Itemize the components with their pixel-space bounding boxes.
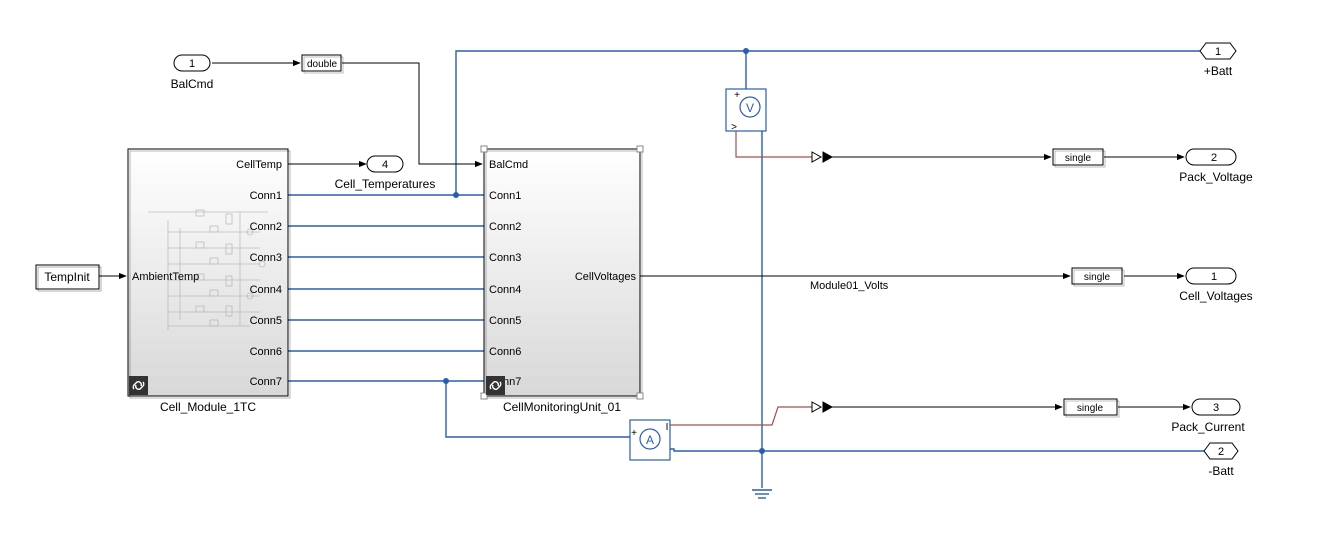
tempinit-block[interactable]: TempInit (35, 264, 102, 292)
double-to-cmu-balcmd[interactable] (342, 62, 483, 168)
cmu-port-conn6: Conn6 (489, 346, 521, 358)
outport-pack-voltage-label: Pack_Voltage (1179, 170, 1253, 184)
module-port-conn6: Conn6 (250, 346, 282, 358)
cmu-port-balcmd: BalCmd (489, 159, 528, 171)
connport-plus-batt-label: +Batt (1204, 64, 1233, 78)
module-port-conn5: Conn5 (250, 315, 282, 327)
cmu-link-icon[interactable] (486, 376, 505, 395)
outport-pack-current[interactable]: 3 Pack_Current (1171, 398, 1245, 434)
cmu-name: CellMonitoringUnit_01 (503, 400, 621, 414)
inport-balcmd-number: 1 (189, 58, 195, 70)
outport-pack-voltage[interactable]: 2 Pack_Voltage (1179, 148, 1253, 184)
current-sensor-block[interactable]: A + I (629, 419, 671, 461)
module-port-conn3: Conn3 (250, 252, 282, 264)
vsensor-output-line[interactable] (735, 130, 812, 158)
inport-balcmd[interactable]: 1 BalCmd (171, 54, 214, 91)
junction-plus-batt (743, 48, 749, 54)
dtc-single-cellvolt-text: single (1084, 272, 1111, 283)
cmu-selection-handles (480, 145, 644, 400)
voltage-sensor-plus: + (734, 90, 740, 101)
cmu-port-cellvoltages: CellVoltages (575, 271, 637, 283)
sensor-signal-lines (670, 130, 812, 426)
ps-converter-current[interactable] (811, 401, 834, 413)
outport-cell-voltages-number: 1 (1211, 271, 1217, 283)
ground-icon[interactable] (752, 489, 772, 499)
dtc-single-cellvolt-block[interactable]: single (1071, 267, 1125, 287)
cmu-block[interactable]: BalCmd Conn1 Conn2 Conn3 Conn4 Conn5 Con… (480, 145, 644, 414)
outport-pack-current-label: Pack_Current (1171, 420, 1245, 434)
current-sensor-plus: + (631, 428, 637, 439)
outport-pack-current-number: 3 (1213, 402, 1219, 414)
outport-cell-temperatures[interactable]: 4 (366, 155, 404, 173)
dtc-double-text: double (307, 59, 337, 70)
ps-converter-voltage[interactable] (811, 151, 834, 163)
dtc-double-block[interactable]: double (301, 54, 344, 74)
voltage-sensor-symbol: V (746, 101, 754, 115)
cmu-port-conn4: Conn4 (489, 284, 521, 296)
ps-converters (811, 151, 834, 413)
junction-minus-batt (759, 448, 765, 454)
connport-minus-batt[interactable]: 2 -Batt (1203, 442, 1239, 478)
voltage-sensor-block[interactable]: V + > (725, 88, 767, 133)
minus-batt-bus[interactable] (670, 448, 1204, 452)
cell-module-name: Cell_Module_1TC (160, 400, 256, 414)
junction-dots (443, 48, 765, 454)
module-port-conn7: Conn7 (250, 376, 282, 388)
signal-connections (99, 59, 1191, 411)
physical-connections (288, 50, 1204, 488)
dtc-single-current-text: single (1077, 403, 1104, 414)
dtc-single-voltage-block[interactable]: single (1052, 148, 1106, 168)
cmu-port-conn1: Conn1 (489, 190, 521, 202)
plus-batt-bus[interactable] (455, 50, 1200, 195)
module-link-icon[interactable] (129, 376, 148, 395)
module-port-conn2: Conn2 (250, 221, 282, 233)
cmu-port-conn5: Conn5 (489, 315, 521, 327)
module-port-ambienttemp: AmbientTemp (132, 271, 199, 283)
cell-module-block[interactable]: AmbientTemp CellTemp Conn1 Conn2 Conn3 C… (127, 148, 291, 414)
dtc-single-current-block[interactable]: single (1063, 398, 1120, 418)
outport-cell-voltages-label: Cell_Voltages (1179, 289, 1252, 303)
cmu-port-conn3: Conn3 (489, 252, 521, 264)
current-sensor-symbol: A (646, 433, 654, 447)
current-sensor-output-mark: I (666, 422, 669, 433)
outport-cell-temperatures-number: 4 (382, 159, 388, 171)
signal-label-module-volts: Module01_Volts (810, 280, 889, 292)
module-port-conn1: Conn1 (250, 190, 282, 202)
junction-conn1 (453, 192, 459, 198)
cmu-port-conn2: Conn2 (489, 221, 521, 233)
connport-plus-batt[interactable]: 1 +Batt (1199, 42, 1237, 78)
dtc-single-voltage-text: single (1065, 153, 1092, 164)
tempinit-label: TempInit (44, 270, 90, 284)
connport-minus-batt-number: 2 (1218, 446, 1224, 458)
conn7-to-ammeter[interactable] (445, 381, 630, 438)
junction-conn7 (443, 378, 449, 384)
module-port-conn4: Conn4 (250, 284, 282, 296)
outport-cell-voltages[interactable]: 1 Cell_Voltages (1179, 267, 1253, 303)
vsensor-minus-line[interactable] (758, 126, 763, 488)
asensor-output-line[interactable] (670, 406, 812, 426)
module-port-celltemp: CellTemp (236, 159, 282, 171)
inport-balcmd-label: BalCmd (171, 77, 214, 91)
signal-label-cell-temperatures: Cell_Temperatures (335, 177, 436, 191)
outport-pack-voltage-number: 2 (1211, 152, 1217, 164)
connport-minus-batt-label: -Batt (1208, 464, 1234, 478)
connport-plus-batt-number: 1 (1215, 46, 1221, 58)
voltage-sensor-output-mark: > (731, 122, 737, 133)
module-preview-graphic (148, 209, 268, 330)
